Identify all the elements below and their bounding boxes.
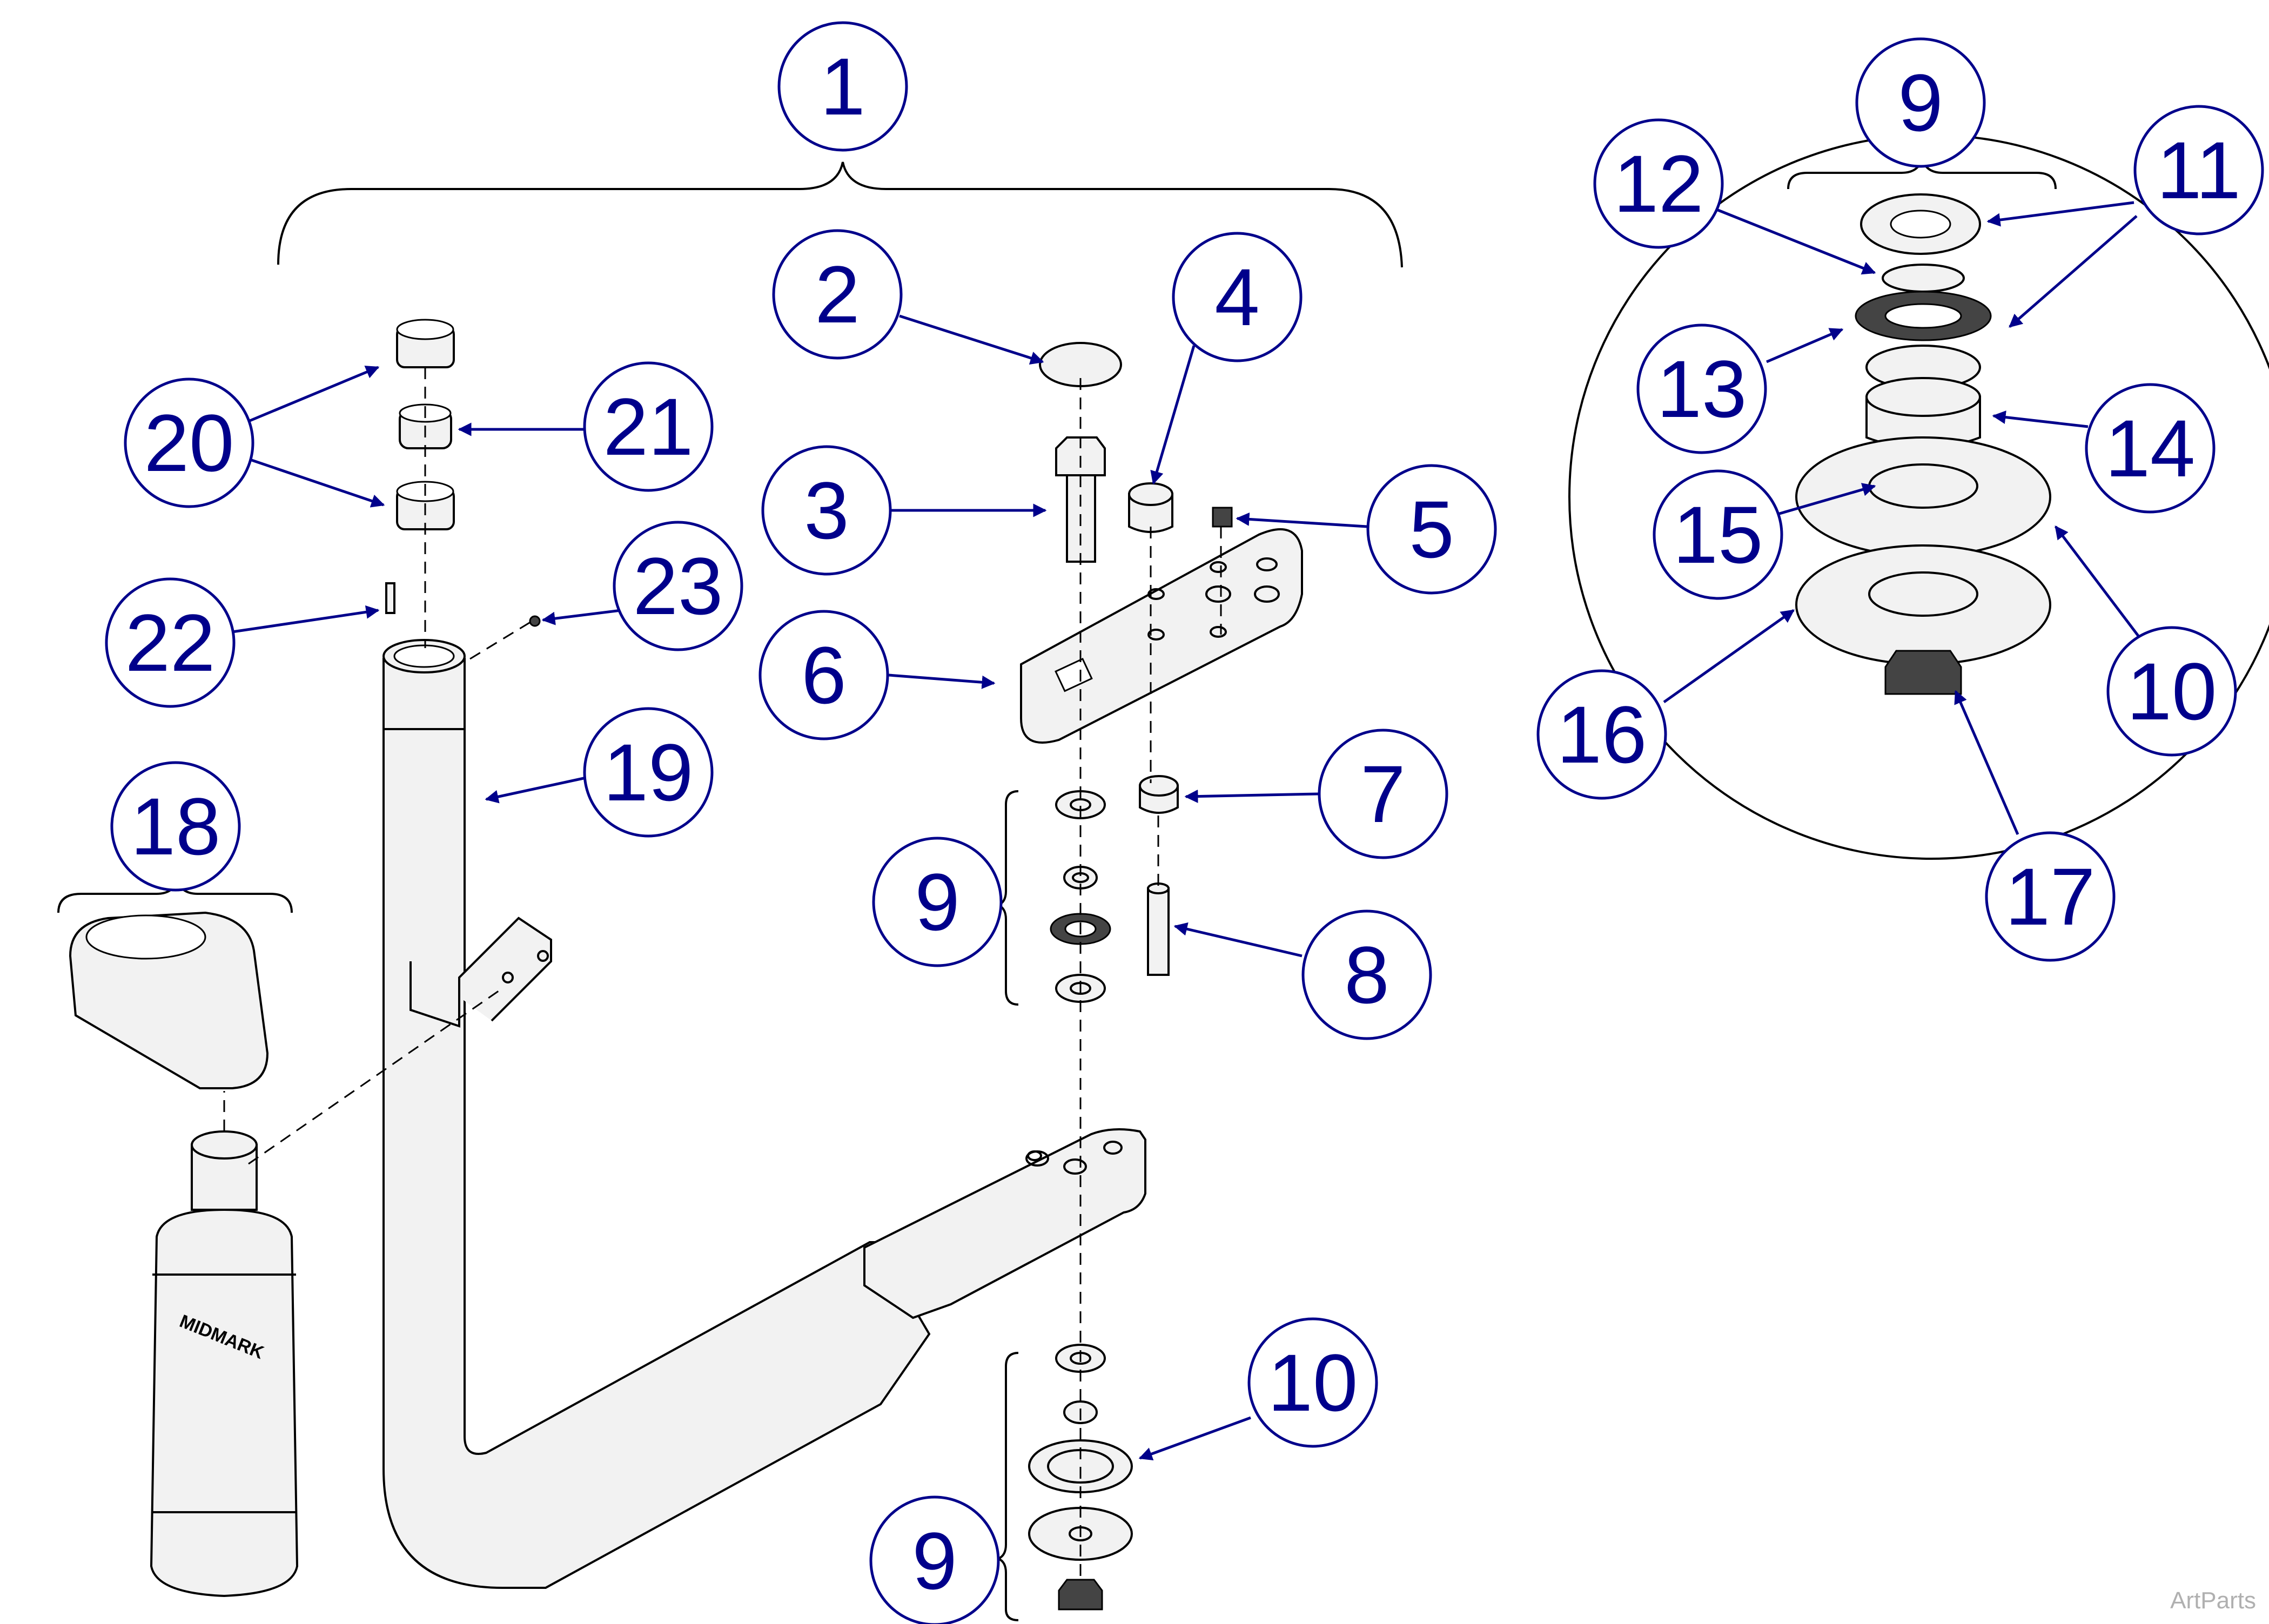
callout-label: 13 (1657, 343, 1747, 434)
callout-label: 4 (1214, 252, 1259, 342)
ball (529, 615, 541, 627)
callout-label: 1 (820, 41, 865, 132)
callout-label: 2 (815, 249, 860, 340)
callout-18: 18 (110, 761, 241, 892)
callout-label: 7 (1360, 749, 1405, 839)
callout-10-lower: 10 (1247, 1317, 1378, 1448)
callout-13: 13 (1636, 324, 1767, 454)
callout-11: 11 (2133, 105, 2264, 235)
callout-17: 17 (1985, 831, 2116, 962)
callout-label: 5 (1409, 484, 1454, 575)
callout-label: 10 (2127, 646, 2217, 737)
callout-label: 14 (2105, 403, 2196, 494)
callout-15: 15 (1653, 469, 1783, 600)
dowel-pin (385, 582, 395, 614)
post-cover (69, 911, 269, 1089)
callout-10-detail: 10 (2106, 626, 2237, 757)
callout-9-detail: 9 (1855, 37, 1986, 168)
callout-label: 9 (915, 857, 959, 947)
callout-21: 21 (583, 361, 714, 492)
leader-arrows (232, 201, 2140, 1461)
spacer (1128, 482, 1173, 533)
callout-14: 14 (2085, 383, 2216, 514)
set-screw (1212, 507, 1233, 528)
callout-3: 3 (761, 445, 892, 576)
detail-stack (1795, 193, 2051, 695)
lower-hardware-stack (1028, 1344, 1133, 1610)
callout-label: 6 (801, 630, 846, 720)
callout-label: 15 (1673, 489, 1763, 580)
callout-label: 11 (2157, 125, 2241, 215)
callout-label: 12 (1614, 138, 1704, 229)
hardware-kit-brace-bottom (995, 1352, 1019, 1621)
callout-16: 16 (1536, 669, 1667, 800)
callout-label: 9 (912, 1515, 957, 1606)
callout-label: 23 (633, 541, 723, 631)
callout-label: 9 (1898, 57, 1943, 148)
callout-label: 10 (1268, 1337, 1358, 1428)
callout-12: 12 (1593, 118, 1724, 249)
socket-screw (1147, 882, 1170, 976)
callout-5: 5 (1366, 464, 1497, 595)
callout-label: 19 (603, 727, 694, 818)
assembly-brace (277, 161, 1403, 268)
callout-label: 22 (125, 597, 216, 688)
assembly-lines (223, 367, 1222, 1577)
callout-1: 1 (777, 21, 908, 152)
callout-label: 17 (2005, 851, 2096, 942)
callout-20: 20 (124, 378, 254, 508)
callout-label: 18 (131, 781, 221, 872)
callout-8: 8 (1301, 909, 1432, 1040)
post-tube (382, 639, 931, 1589)
callout-23: 23 (613, 521, 743, 651)
callout-2: 2 (772, 229, 903, 360)
gas-cylinder: MIDMARK (150, 1130, 299, 1598)
callout-label: 20 (144, 397, 234, 488)
callout-9-upper: 9 (872, 837, 1003, 967)
callout-9-lower: 9 (869, 1495, 1000, 1624)
callout-19: 19 (583, 707, 714, 838)
callout-label: 8 (1344, 929, 1389, 1020)
mounting-plate (1020, 528, 1303, 744)
callout-7: 7 (1318, 729, 1448, 859)
callout-4: 4 (1172, 232, 1303, 362)
callout-label: 16 (1557, 689, 1647, 780)
callout-6: 6 (758, 610, 889, 740)
arm-bracket (863, 1128, 1146, 1319)
spacer-lower (1139, 775, 1179, 814)
watermark: ArtParts (2170, 1587, 2256, 1614)
callout-label: 3 (804, 465, 849, 556)
callout-22: 22 (105, 577, 236, 708)
callout-label: 21 (603, 381, 694, 472)
